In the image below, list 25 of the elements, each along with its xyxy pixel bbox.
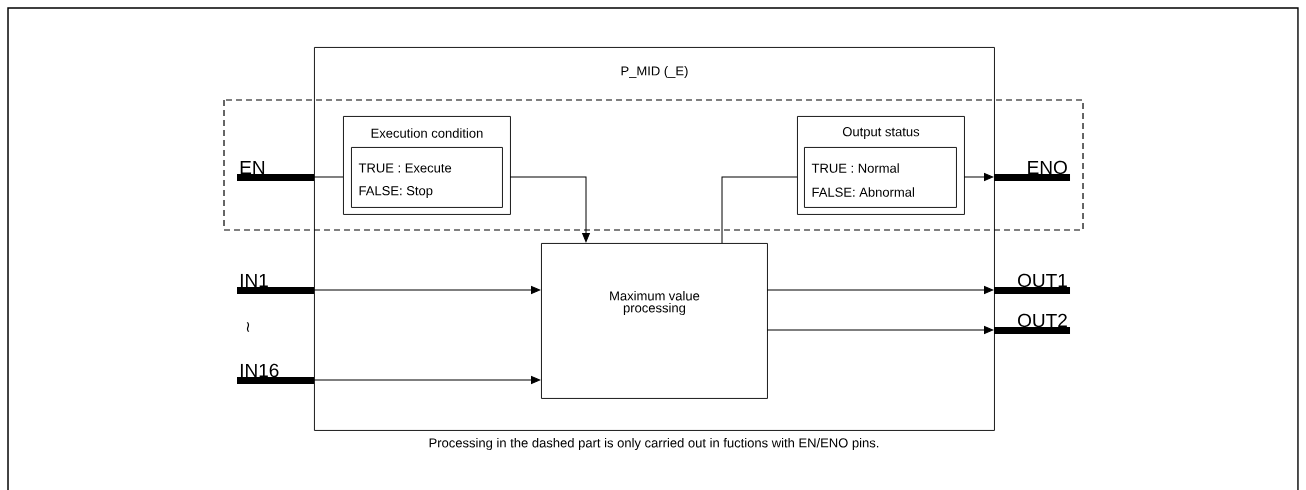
- pin: IN1: [237, 273, 314, 294]
- range-sign: ≀: [246, 322, 250, 332]
- connector: [766, 326, 994, 334]
- connector: [766, 286, 994, 294]
- pin: ENO: [994, 160, 1070, 181]
- connector: [313, 286, 541, 294]
- pin: OUT1: [994, 273, 1070, 294]
- connector: [963, 173, 994, 181]
- pin: EN: [237, 160, 314, 181]
- node-label: IN16: [240, 363, 279, 378]
- node-label: OUT1: [1018, 273, 1067, 288]
- pin: IN16: [237, 363, 314, 384]
- connector: [721, 176, 798, 244]
- condition-table: TRUE : Execute FALSE: Stop: [351, 147, 503, 208]
- node-label: OUT2: [1018, 313, 1067, 328]
- status-table: TRUE : Normal FALSE: Abnormal: [804, 147, 957, 208]
- connector: [313, 376, 541, 384]
- node-label: IN1: [240, 273, 268, 287]
- connector: [313, 176, 344, 178]
- node-label: EN: [240, 160, 265, 174]
- process-box: Maximum value processing: [541, 243, 768, 399]
- caption: Processing in the dashed part is only carried out in fuctions with EN/ENO pins.: [429, 437, 879, 451]
- connector: [509, 176, 590, 243]
- node-label: ENO: [1028, 160, 1067, 175]
- pin: OUT2: [994, 313, 1070, 334]
